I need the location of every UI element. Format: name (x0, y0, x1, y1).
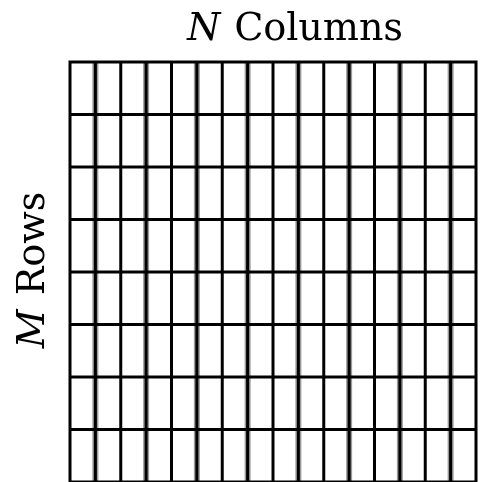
columns-variable: N (186, 5, 222, 49)
rows-word: Rows (9, 192, 53, 296)
rows-variable: M (9, 308, 53, 349)
columns-label: N Columns (186, 5, 403, 49)
grid-lines (68, 60, 478, 482)
columns-word: Columns (234, 5, 403, 49)
rows-label: M Rows (9, 192, 53, 349)
